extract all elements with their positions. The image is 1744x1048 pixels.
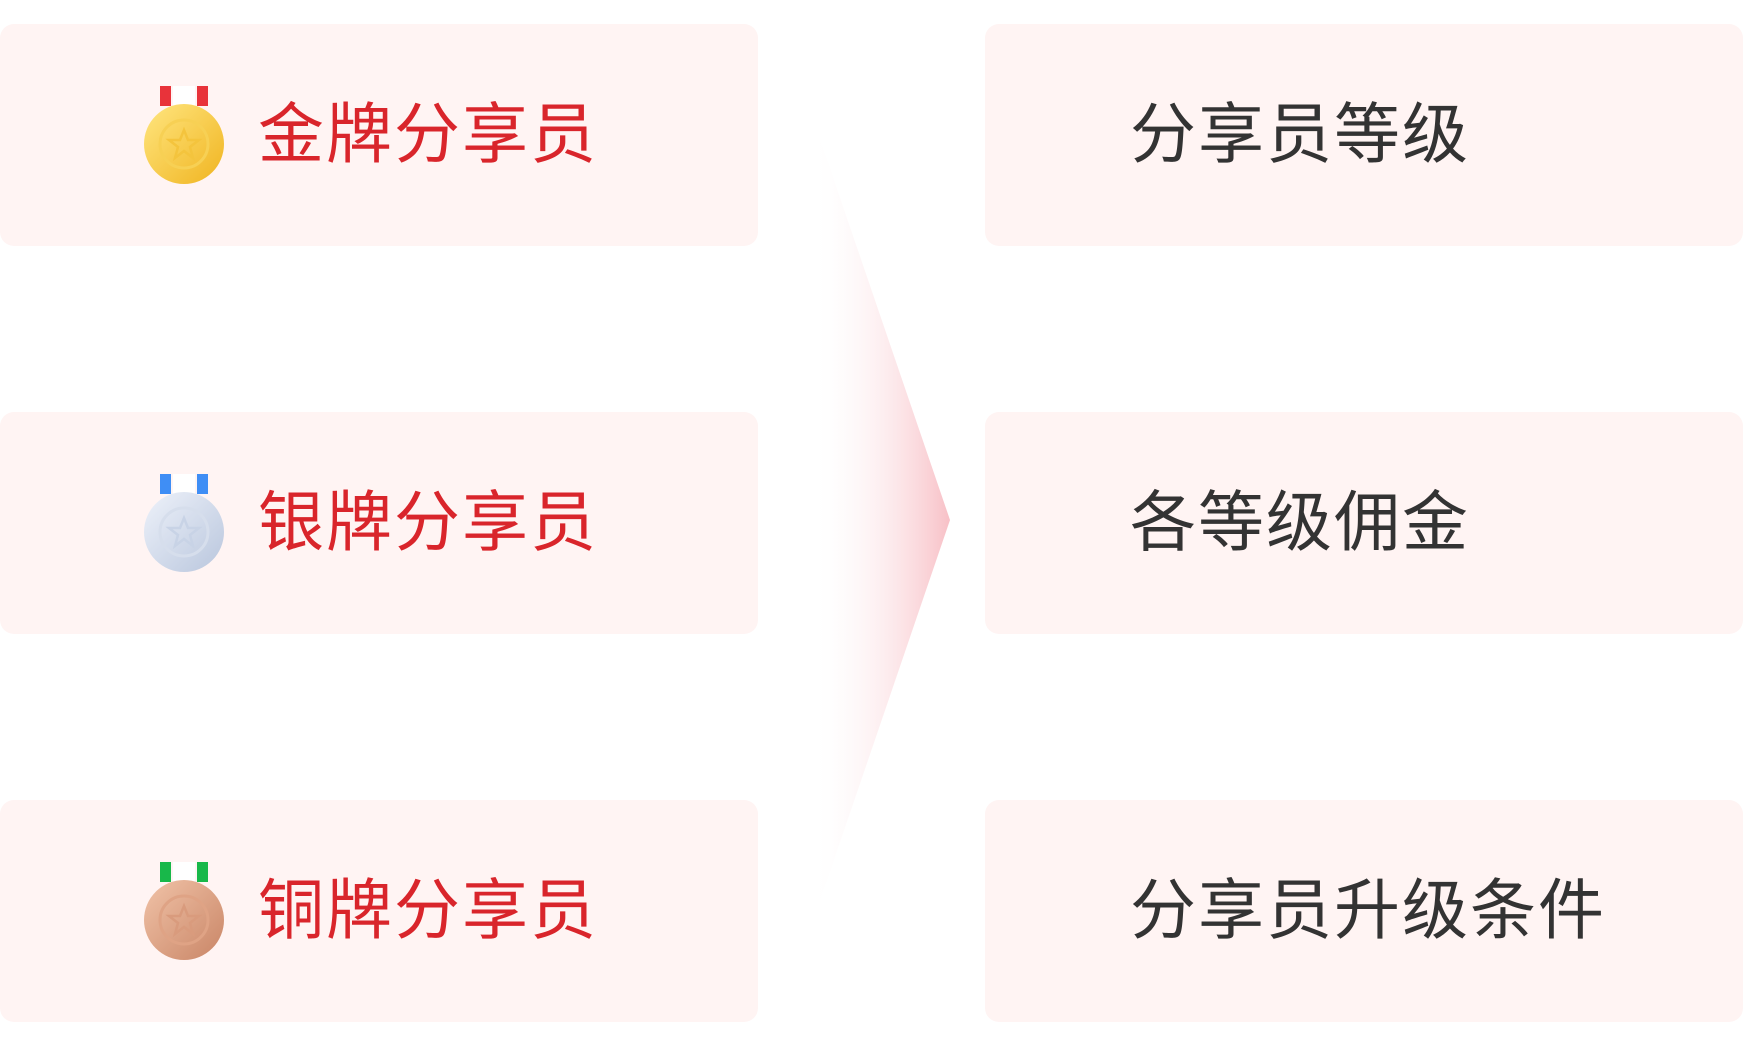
level-label-gold: 金牌分享员	[258, 96, 598, 173]
gold-medal-icon	[142, 86, 226, 188]
detail-card-upgrade[interactable]: 分享员升级条件	[985, 800, 1743, 1022]
level-card-bronze[interactable]: 铜牌分享员	[0, 800, 758, 1022]
level-label-bronze: 铜牌分享员	[258, 872, 598, 949]
detail-label-levels: 分享员等级	[1130, 96, 1470, 173]
level-label-silver: 银牌分享员	[258, 484, 598, 561]
connector-chevron	[810, 110, 950, 930]
detail-label-upgrade: 分享员升级条件	[1130, 872, 1606, 949]
silver-medal-icon	[142, 474, 226, 576]
detail-card-levels[interactable]: 分享员等级	[985, 24, 1743, 246]
connector-shape	[810, 110, 950, 930]
level-card-gold[interactable]: 金牌分享员	[0, 24, 758, 246]
level-card-silver[interactable]: 银牌分享员	[0, 412, 758, 634]
bronze-medal-icon	[142, 862, 226, 964]
detail-card-commission[interactable]: 各等级佣金	[985, 412, 1743, 634]
detail-label-commission: 各等级佣金	[1130, 484, 1470, 561]
